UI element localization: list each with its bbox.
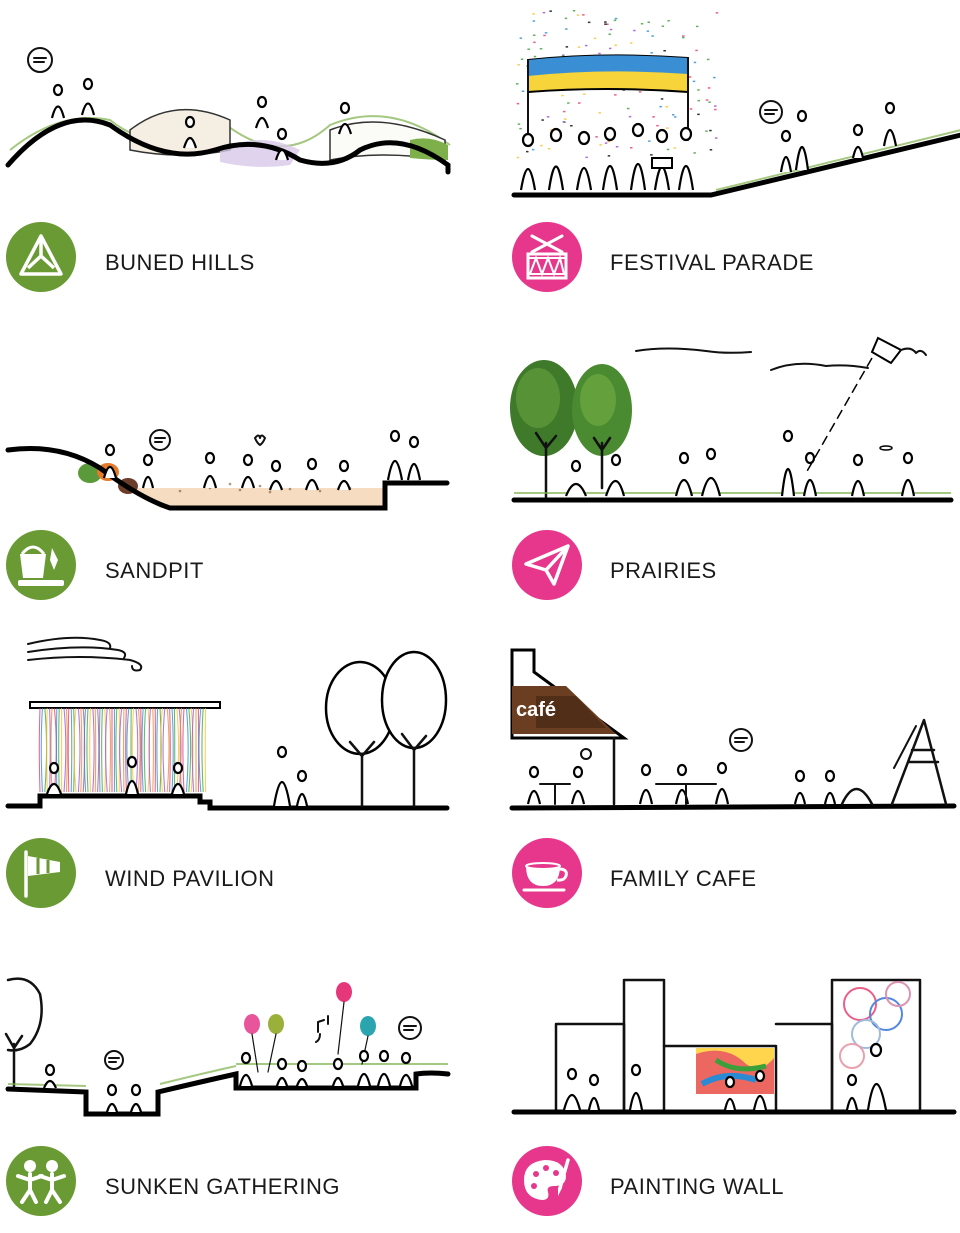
children-icon	[6, 1146, 76, 1216]
section-wind-pavilion: WIND PAVILION	[0, 616, 480, 924]
section-label: PRAIRIES	[610, 558, 717, 583]
section-label: BUNED HILLS	[105, 250, 255, 275]
section-sandpit: SANDPIT	[0, 308, 480, 616]
drum-icon	[512, 222, 582, 292]
section-family-cafe: café FAMILY CAFE	[0, 616, 957, 924]
coffee-cup-icon	[512, 838, 582, 908]
section-painting-wall: PAINTING WALL	[0, 924, 957, 1232]
section-festival-parade: FESTIVAL PARADE	[0, 0, 960, 308]
painting-wall-illustration	[511, 978, 957, 1115]
section-buned-hills: BUNED HILLS	[0, 0, 480, 308]
section-label: WIND PAVILION	[105, 866, 275, 891]
palette-icon	[512, 1146, 582, 1216]
buned-hills-illustration	[5, 47, 451, 175]
section-prairies: PRAIRIES	[0, 308, 954, 616]
section-sunken-gathering: SUNKEN GATHERING	[0, 924, 480, 1232]
family-cafe-illustration: café	[509, 648, 957, 811]
wind-pavilion-illustration	[5, 636, 450, 811]
festival-parade-illustration	[511, 10, 960, 198]
sand-bucket-icon	[6, 530, 76, 600]
section-label: FESTIVAL PARADE	[610, 250, 814, 275]
sandpit-illustration	[5, 429, 450, 511]
section-label: SUNKEN GATHERING	[105, 1174, 340, 1199]
mountain-icon	[6, 222, 76, 292]
windsock-icon	[6, 838, 76, 908]
section-label: FAMILY CAFE	[610, 866, 757, 891]
section-label: PAINTING WALL	[610, 1174, 784, 1199]
cafe-sign-text: café	[516, 699, 556, 721]
paper-plane-icon	[512, 530, 582, 600]
sunken-gathering-illustration	[4, 977, 451, 1117]
prairies-illustration	[510, 336, 954, 503]
section-label: SANDPIT	[105, 558, 204, 583]
